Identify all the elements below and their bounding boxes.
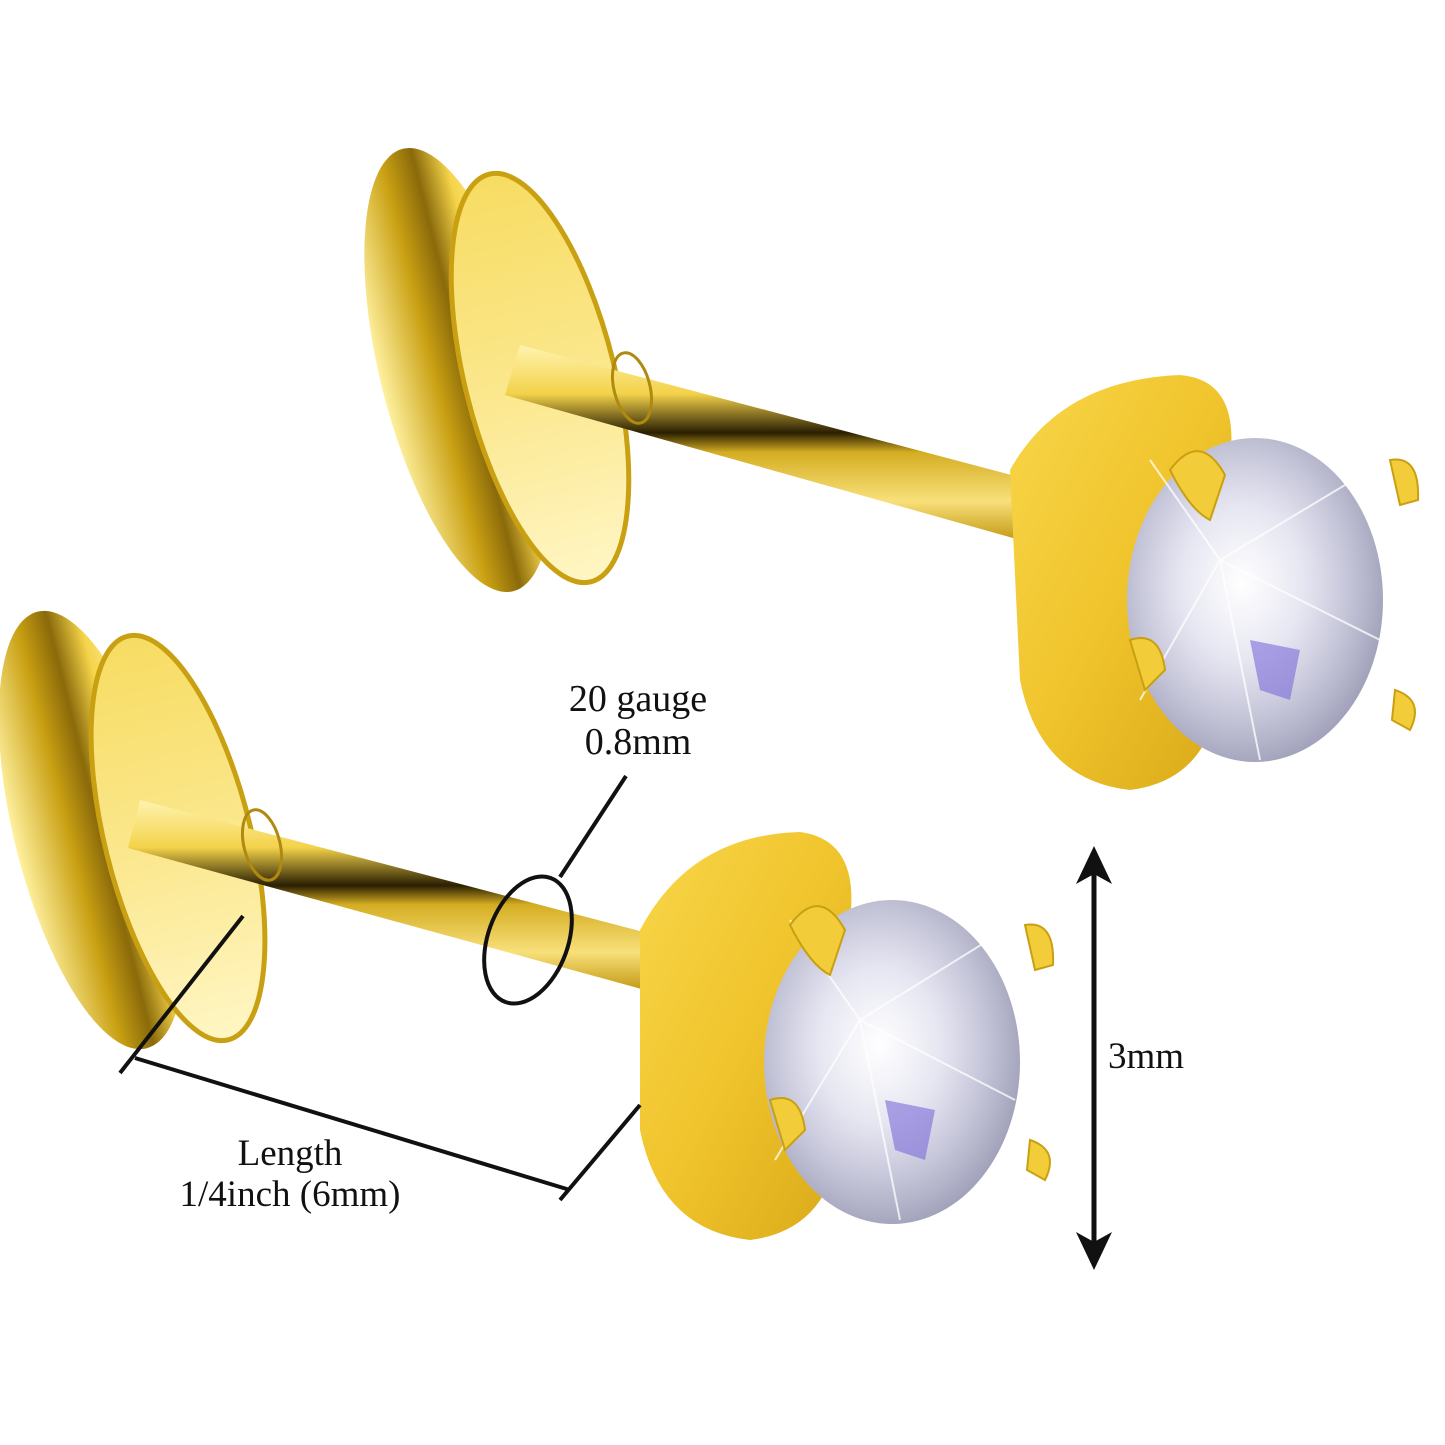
post-bottom <box>128 800 655 990</box>
length-label: Length 1/4inch (6mm) <box>150 1133 430 1216</box>
earring-top <box>364 147 1420 790</box>
gauge-label-line2: 0.8mm <box>584 720 692 763</box>
length-label-line1: Length <box>237 1133 343 1174</box>
gauge-ring-icon <box>482 874 574 1006</box>
post-top <box>505 345 1030 540</box>
gauge-leader-line <box>558 774 628 879</box>
length-label-line2: 1/4inch (6mm) <box>179 1174 401 1216</box>
gauge-label-line1: 20 gauge <box>568 678 708 720</box>
height-label: 3mm <box>1108 1036 1185 1077</box>
height-arrow-icon <box>1076 846 1112 1270</box>
length-tick-right <box>558 1103 642 1202</box>
earring-bottom <box>0 610 1055 1240</box>
gauge-callout <box>482 774 628 1006</box>
gauge-label: 20 gauge 0.8mm <box>548 678 728 763</box>
gem-bottom <box>764 900 1020 1224</box>
length-dimension-line <box>134 1056 571 1192</box>
length-tick-left <box>118 914 245 1075</box>
gem-top <box>1127 438 1383 762</box>
length-bracket <box>118 914 642 1202</box>
